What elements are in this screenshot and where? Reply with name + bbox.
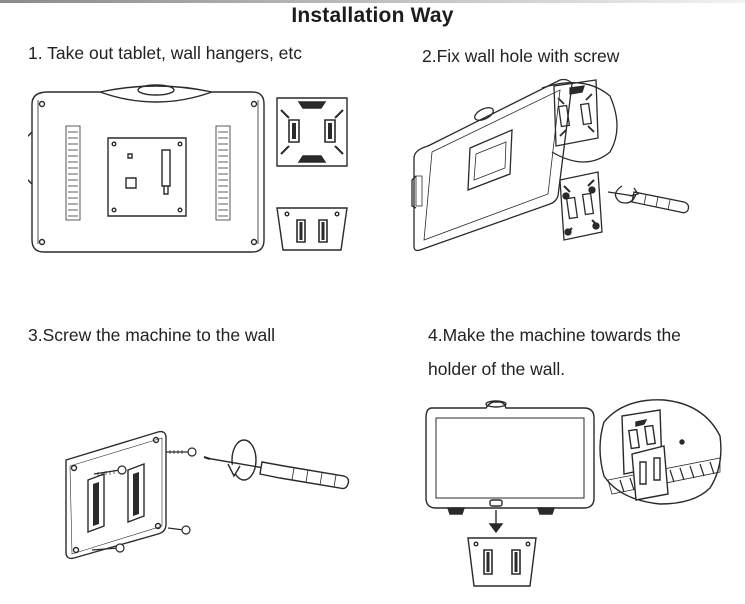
page-title: Installation Way: [291, 4, 454, 27]
down-arrow-icon: [490, 510, 502, 532]
step-1-line-1: 1. Take out tablet, wall hangers, etc: [28, 43, 303, 63]
wall-hanger-illustration: [275, 206, 349, 252]
step-2-caption: 2.Fix wall hole with screw: [422, 39, 619, 73]
rotation-arrow-icon: [228, 440, 256, 480]
step-4-line-2: holder of the wall.: [428, 359, 566, 379]
screwdriver-icon: [608, 192, 689, 213]
step-2-line-1: 2.Fix wall hole with screw: [422, 46, 620, 66]
screwdriver-icon: [204, 457, 349, 489]
top-accent-bar: [0, 0, 745, 3]
step-4-caption: 4.Make the machine towards the holder of…: [428, 318, 681, 386]
tablet-back-illustration: [28, 82, 268, 260]
step-3-caption: 3.Screw the machine to the wall: [28, 318, 275, 352]
screw-icon: [92, 448, 196, 552]
step-3-line-1: 3.Screw the machine to the wall: [28, 325, 276, 345]
step-1-caption: 1. Take out tablet, wall hangers, etc: [28, 36, 302, 70]
step-4-line-1: 4.Make the machine towards the: [428, 325, 681, 345]
wall-plate-illustration: [275, 96, 349, 168]
step-3-illustration: [58, 428, 350, 568]
step-2-illustration: [410, 76, 690, 254]
step-4-illustration: [424, 396, 724, 592]
